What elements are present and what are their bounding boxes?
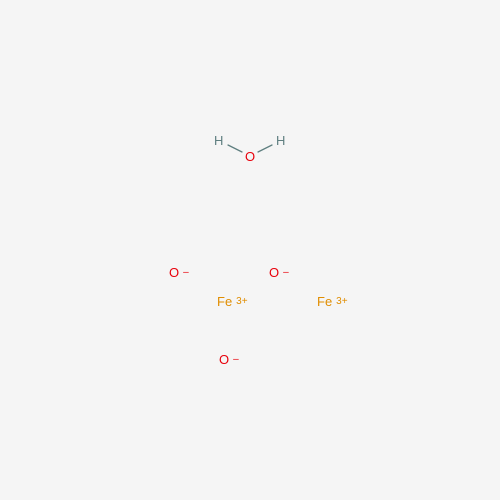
water-hydrogen-right: H — [276, 133, 286, 148]
iron-ion-2-charge: 3+ — [336, 296, 348, 307]
oxide-ion-2-charge: – — [283, 267, 289, 278]
water-hydrogen-left: H — [214, 133, 224, 148]
iron-ion-2-symbol: Fe — [317, 294, 333, 309]
oxide-ion-1-charge: – — [183, 267, 189, 278]
oxide-ion-3-symbol: O — [219, 352, 230, 367]
oxide-ion-3: O– — [219, 353, 239, 366]
oxide-ion-1: O– — [169, 266, 189, 279]
bond-h-o-left — [227, 144, 243, 153]
iron-ion-1-charge: 3+ — [236, 296, 248, 307]
water-oxygen: O — [245, 149, 256, 164]
oxide-ion-2-symbol: O — [269, 265, 280, 280]
oxide-ion-3-charge: – — [233, 354, 239, 365]
oxide-ion-1-symbol: O — [169, 265, 180, 280]
iron-ion-1-symbol: Fe — [217, 294, 233, 309]
bond-h-o-right — [257, 144, 273, 153]
oxide-ion-2: O– — [269, 266, 289, 279]
